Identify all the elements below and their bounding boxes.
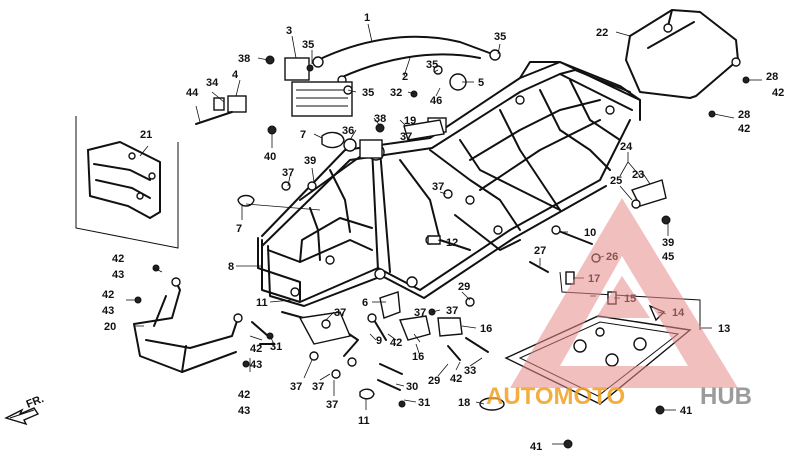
watermark-logo: AUTOMOTO HUB [486,198,752,410]
cable-assembly [312,35,501,85]
callout-35d: 35 [362,87,374,99]
watermark-text-hub: HUB [700,383,752,410]
callout-42c: 42 [250,343,262,355]
callout-45: 45 [662,251,674,263]
callout-8: 8 [228,261,234,273]
callout-18: 18 [458,397,470,409]
callout-43c: 43 [250,359,262,371]
callout-27: 27 [534,245,546,257]
direction-label: FR. [25,393,46,411]
callout-42a: 42 [112,253,124,265]
callout-labels: 1 2 3 4 5 6 7 7 8 9 10 11 11 12 13 14 15… [102,12,784,453]
callout-37c: 37 [432,181,444,193]
callout-42b: 42 [102,289,114,301]
callout-42d: 42 [238,389,250,401]
callout-28a: 28 [766,71,778,83]
main-frame-drawing [257,61,641,307]
callout-4: 4 [232,69,239,81]
callout-32: 32 [390,87,402,99]
callout-40: 40 [264,151,276,163]
callout-24: 24 [620,141,633,153]
callout-44: 44 [186,87,199,99]
callout-2: 2 [402,71,408,83]
callout-42f: 42 [450,373,462,385]
callout-43d: 43 [238,405,250,417]
callout-10: 10 [584,227,596,239]
callout-43b: 43 [102,305,114,317]
callout-35c: 35 [426,59,438,71]
callout-37d: 37 [334,307,346,319]
callout-12: 12 [446,237,458,249]
callout-16b: 16 [412,351,424,363]
watermark-triangle-icon [510,198,738,388]
part-18-plate [479,397,505,411]
callout-37i: 37 [446,305,458,317]
callout-35a: 35 [302,39,314,51]
callout-9: 9 [376,335,382,347]
callout-37g: 37 [326,399,338,411]
callout-3: 3 [286,25,292,37]
callout-41a: 41 [680,405,692,417]
callout-5: 5 [478,77,484,89]
callout-19: 19 [404,115,416,127]
callout-31b: 31 [418,397,430,409]
callout-7a: 7 [300,129,306,141]
callout-31a: 31 [270,341,282,353]
callout-39b: 39 [662,237,674,249]
callout-42e: 42 [390,337,402,349]
callout-37e: 37 [290,381,302,393]
callout-25: 25 [610,175,622,187]
callout-37a: 37 [400,131,412,143]
callout-1: 1 [364,12,370,24]
callout-16a: 16 [480,323,492,335]
callout-42g: 42 [772,87,784,99]
callout-30: 30 [406,381,418,393]
callout-37b: 37 [282,167,294,179]
callout-22: 22 [596,27,608,39]
callout-37h: 37 [414,307,426,319]
callout-13: 13 [718,323,730,335]
callout-6: 6 [362,297,368,309]
callout-23: 23 [632,169,644,181]
watermark-text-automoto: AUTOMOTO [486,383,625,410]
callout-33: 33 [464,365,476,377]
callout-21: 21 [140,129,152,141]
callout-36: 36 [342,125,354,137]
callout-41b: 41 [530,441,542,453]
callout-39a: 39 [304,155,316,167]
callout-46: 46 [430,95,442,107]
callout-37f: 37 [312,381,324,393]
callout-43a: 43 [112,269,124,281]
callout-28b: 28 [738,109,750,121]
callout-34: 34 [206,77,219,89]
callout-38b: 38 [374,113,386,125]
part-23-bracket [631,179,671,225]
callout-20: 20 [104,321,116,333]
callout-11b: 11 [358,415,370,427]
front-direction-arrow: FR. [4,393,46,426]
part-20-bumper [133,264,250,373]
part-21-inset [75,116,179,249]
callout-29b: 29 [428,375,440,387]
callout-11a: 11 [256,297,268,309]
callout-29a: 29 [458,281,470,293]
callout-38a: 38 [238,53,250,65]
lower-middle-brackets [251,119,489,408]
callout-7b: 7 [236,223,242,235]
callout-35b: 35 [494,31,506,43]
callout-42h: 42 [738,123,750,135]
part-22-rack [625,9,750,118]
